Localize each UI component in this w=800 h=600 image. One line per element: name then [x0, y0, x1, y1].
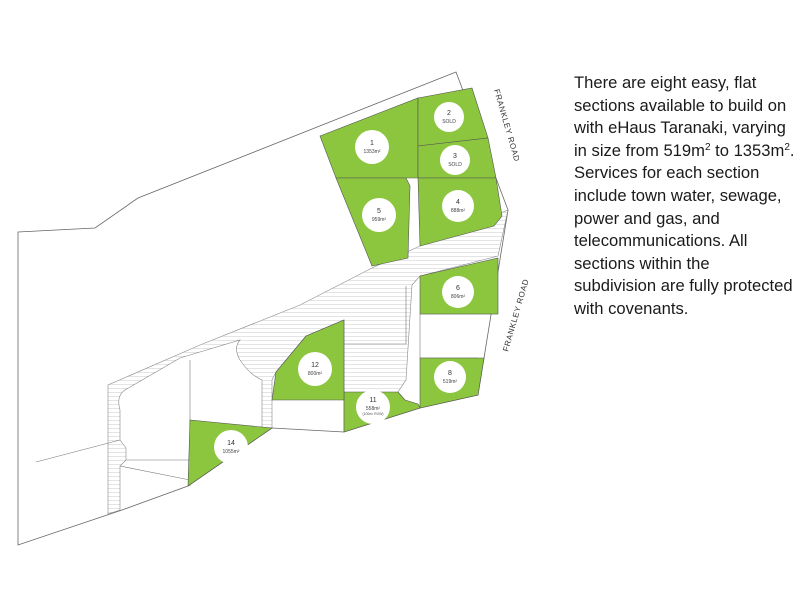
- lot-label-1: 1 1353m²: [355, 130, 389, 164]
- svg-text:806m²: 806m²: [451, 294, 466, 300]
- description-intro: There are eight easy, flat sections avai…: [574, 73, 787, 160]
- svg-text:3: 3: [453, 153, 457, 160]
- svg-text:2: 2: [447, 110, 451, 117]
- description-sup-1: 2: [704, 141, 711, 153]
- lot-label-14: 14 1055m²: [214, 430, 248, 464]
- road-label-lower: FRANKLEY ROAD: [501, 278, 530, 353]
- lot-label-3: 3 SOLD: [440, 145, 470, 175]
- svg-text:519m²: 519m²: [443, 379, 458, 385]
- lot-label-8: 8 519m²: [434, 361, 466, 393]
- svg-text:800m²: 800m²: [308, 371, 323, 377]
- road-label-upper: FRANKLEY ROAD: [492, 88, 521, 163]
- svg-text:8: 8: [448, 370, 452, 377]
- svg-text:558m²: 558m²: [366, 406, 381, 412]
- svg-text:4: 4: [456, 199, 460, 206]
- svg-text:1055m²: 1055m²: [223, 449, 240, 455]
- svg-text:6: 6: [456, 285, 460, 292]
- svg-text:(100m² ROW): (100m² ROW): [362, 412, 383, 416]
- svg-text:5: 5: [377, 208, 381, 215]
- description-sup-2: 2: [784, 141, 790, 153]
- svg-text:SOLD: SOLD: [448, 162, 462, 168]
- description-mid: to 1353m: [710, 140, 785, 160]
- lot-label-4: 4 888m²: [442, 190, 474, 222]
- svg-text:11: 11: [369, 397, 376, 404]
- lot-label-11: 11 558m² (100m² ROW): [356, 390, 390, 424]
- svg-text:12: 12: [311, 362, 319, 369]
- lot-label-12: 12 800m²: [298, 352, 332, 386]
- svg-text:959m²: 959m²: [372, 217, 387, 223]
- lot-label-6: 6 806m²: [442, 276, 474, 308]
- subdivision-site-plan: FRANKLEY ROAD FRANKLEY ROAD 1 1353m² 2 S…: [17, 71, 531, 546]
- description-rest: . Services for each section include town…: [574, 140, 795, 318]
- description-text: There are eight easy, flat sections avai…: [574, 72, 796, 321]
- svg-text:888m²: 888m²: [451, 208, 466, 214]
- svg-text:1353m²: 1353m²: [364, 149, 381, 155]
- svg-text:14: 14: [227, 440, 235, 447]
- svg-text:1: 1: [370, 140, 374, 147]
- lot-label-5: 5 959m²: [362, 198, 396, 232]
- svg-text:SOLD: SOLD: [442, 119, 456, 125]
- lot-label-2: 2 SOLD: [434, 102, 464, 132]
